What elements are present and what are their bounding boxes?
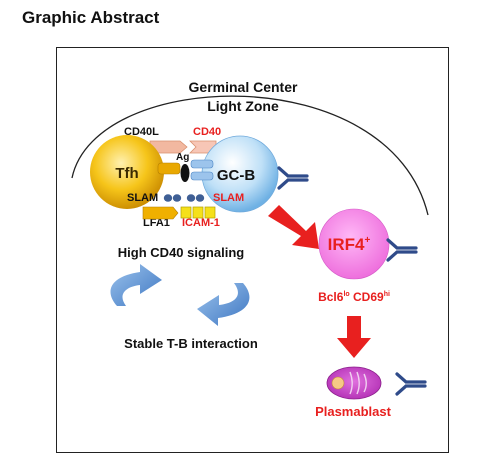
slam-right-label: SLAM <box>213 192 244 204</box>
mhc-lower <box>190 171 214 181</box>
plasmablast-antibody-icon <box>395 372 427 396</box>
bcl6-sup: lo <box>343 291 349 298</box>
red-arrow-diagonal-icon <box>268 205 319 249</box>
tcr-receptor <box>157 162 181 175</box>
bcl6-main: Bcl6 <box>318 290 344 304</box>
icam1-molecules <box>180 206 216 219</box>
light-zone-arc <box>71 95 429 216</box>
tfh-label: Tfh <box>115 165 138 182</box>
irf4-sup: + <box>365 235 371 246</box>
page-title: Graphic Abstract <box>22 8 160 27</box>
red-arrow-down-icon <box>337 316 371 358</box>
mhc-upper <box>190 159 214 169</box>
tfh-cell <box>90 135 164 209</box>
irf4-label: IRF4+ <box>328 235 371 254</box>
zone-title-line1: Germinal Center <box>189 79 298 95</box>
irf4-antibody-icon <box>386 238 418 262</box>
ag-label: Ag <box>176 152 189 163</box>
gcb-antibody-icon <box>277 166 309 190</box>
signaling-label: High CD40 signaling <box>118 245 244 260</box>
cd69-main: CD69 <box>350 290 384 304</box>
slam-molecules <box>163 194 205 202</box>
interaction-label: Stable T-B interaction <box>124 336 258 351</box>
lfa1-label: LFA1 <box>143 217 170 229</box>
abstract-frame <box>56 47 449 453</box>
circular-arrows-icon <box>110 264 250 326</box>
zone-title-line2: Light Zone <box>207 98 279 114</box>
icam1-label: ICAM-1 <box>182 217 220 229</box>
phenotype-label: Bcl6lo CD69hi <box>318 290 390 304</box>
cd40l-label: CD40L <box>124 126 159 138</box>
lfa1-receptor <box>142 206 179 220</box>
plasmablast-cell <box>326 366 382 400</box>
gcb-label: GC-B <box>217 167 255 184</box>
slam-left-label: SLAM <box>127 192 158 204</box>
plasmablast-label: Plasmablast <box>315 404 392 419</box>
antigen <box>180 164 190 182</box>
irf4-cell <box>318 208 390 280</box>
irf4-main: IRF4 <box>328 235 365 254</box>
cd69-sup: hi <box>384 291 390 298</box>
cd40-label: CD40 <box>193 126 221 138</box>
